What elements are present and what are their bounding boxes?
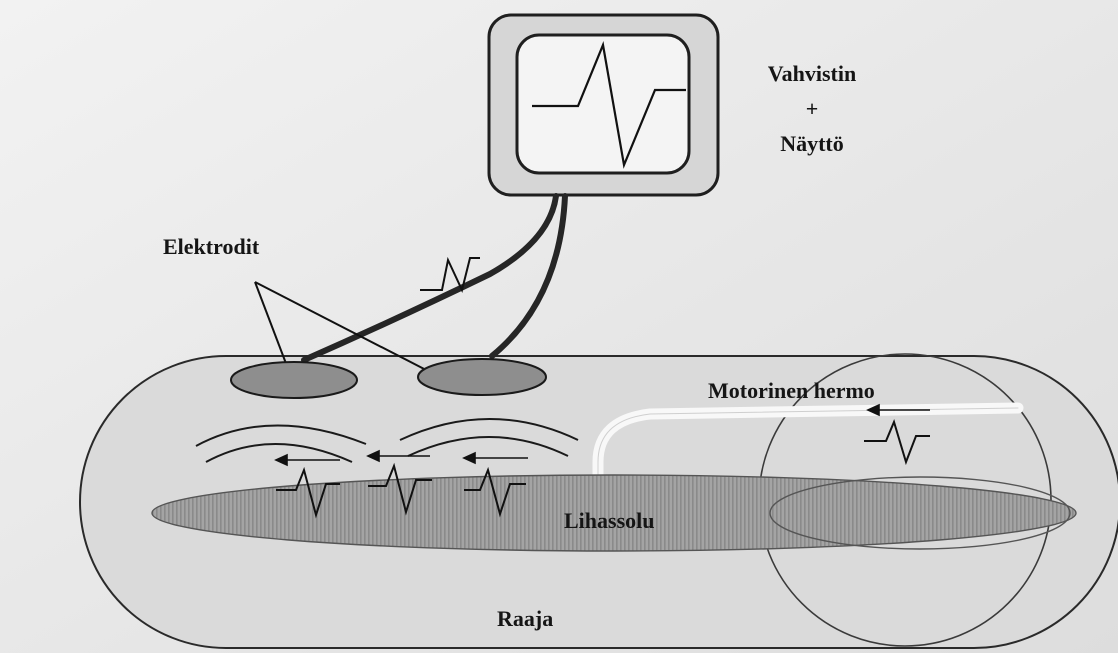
limb-label: Raaja bbox=[497, 606, 553, 632]
amplifier-label-line3: Näyttö bbox=[742, 126, 882, 161]
electrode-right bbox=[418, 359, 546, 395]
display-screen bbox=[517, 35, 689, 173]
motor-nerve-label: Motorinen hermo bbox=[708, 378, 875, 404]
electrodes-label: Elektrodit bbox=[163, 234, 259, 260]
amplifier-label-line1: Vahvistin bbox=[742, 56, 882, 91]
electrode-left bbox=[231, 362, 357, 398]
muscle-cell-label: Lihassolu bbox=[564, 508, 655, 534]
amplifier-label: Vahvistin + Näyttö bbox=[742, 56, 882, 161]
amplifier-label-line2: + bbox=[742, 91, 882, 126]
